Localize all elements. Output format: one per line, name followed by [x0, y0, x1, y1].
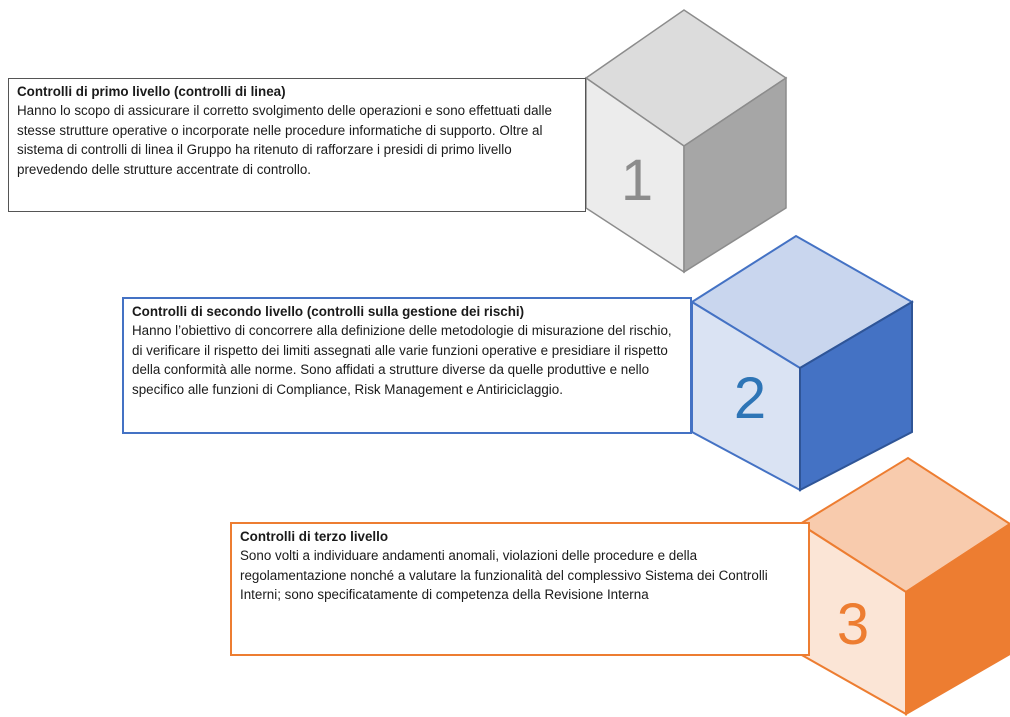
level-2-title: Controlli di secondo livello (controlli … — [132, 304, 525, 319]
cube-level-1: 1 — [584, 9, 788, 274]
cube-level-2: 2 — [690, 234, 914, 492]
cube-level-3: 3 — [798, 456, 1010, 716]
level-2-description: Hanno l’obiettivo di concorrere alla def… — [132, 323, 672, 397]
cube-3-number: 3 — [837, 592, 869, 657]
level-2-text-box: Controlli di secondo livello (controlli … — [122, 297, 692, 434]
level-3-title: Controlli di terzo livello — [240, 529, 389, 544]
level-3-description: Sono volti a individuare andamenti anoma… — [240, 548, 768, 603]
cube-3-side-face — [905, 522, 1010, 716]
level-1-title: Controlli di primo livello (controlli di… — [17, 84, 286, 99]
cube-2-number: 2 — [734, 366, 766, 431]
level-1-text-box: Controlli di primo livello (controlli di… — [8, 78, 586, 212]
cube-2-side-face — [799, 300, 913, 492]
level-3-text-box: Controlli di terzo livello Sono volti a … — [230, 522, 810, 656]
cube-1-side-face — [683, 76, 787, 274]
cube-1-number: 1 — [621, 148, 653, 213]
level-1-description: Hanno lo scopo di assicurare il corretto… — [17, 103, 552, 177]
